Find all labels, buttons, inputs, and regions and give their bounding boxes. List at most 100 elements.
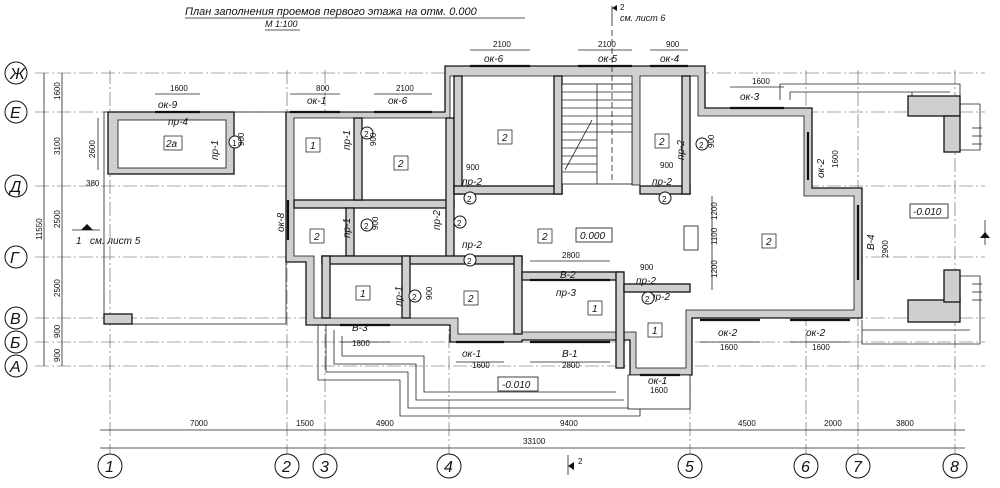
label-ok5: ок-5 [598, 54, 618, 65]
label-pr4: пр-4 [168, 117, 188, 128]
svg-text:900: 900 [660, 161, 674, 170]
svg-text:900: 900 [707, 134, 716, 148]
level-marks: 0.000 -0.010 -0.010 [497, 203, 949, 392]
svg-text:2500: 2500 [53, 279, 62, 297]
svg-text:900: 900 [53, 324, 62, 338]
axis-row-d: Д [8, 179, 21, 196]
svg-text:2: 2 [397, 159, 404, 170]
label-ok6-b: ок-6 [484, 54, 504, 65]
svg-text:2000: 2000 [824, 419, 842, 428]
label-v4: В-4 [866, 234, 877, 250]
svg-text:900: 900 [666, 40, 680, 49]
svg-text:3800: 3800 [896, 419, 914, 428]
building-walls [285, 65, 863, 376]
level-terrace: -0.010 [913, 207, 942, 218]
svg-text:1600: 1600 [472, 361, 490, 370]
row-axis-markers: Ж Е Д Г В Б А [4, 61, 28, 378]
svg-text:7000: 7000 [190, 419, 208, 428]
label-ok4: ок-4 [660, 54, 680, 65]
axis-row-e: Е [10, 105, 21, 122]
svg-text:900: 900 [371, 216, 380, 230]
svg-text:1600: 1600 [650, 386, 668, 395]
svg-text:2: 2 [658, 137, 665, 148]
svg-text:2: 2 [364, 222, 369, 231]
label-pr1-c: пр-1 [342, 218, 353, 238]
label-ok1-b: ок-1 [462, 349, 481, 360]
svg-text:900: 900 [466, 163, 480, 172]
svg-text:2: 2 [467, 294, 474, 305]
svg-text:2100: 2100 [396, 84, 414, 93]
label-pr2-d: пр-2 [676, 140, 687, 160]
svg-text:4900: 4900 [376, 419, 394, 428]
room-2a: 2а [165, 139, 178, 150]
label-ok2-c: ок-2 [806, 328, 826, 339]
svg-text:1500: 1500 [296, 419, 314, 428]
axis-col-5: 5 [685, 459, 694, 476]
svg-text:800: 800 [316, 84, 330, 93]
svg-text:33100: 33100 [523, 437, 546, 446]
label-ok6-a: ок-6 [388, 96, 408, 107]
level-porch: -0.010 [502, 380, 531, 391]
svg-text:2: 2 [501, 133, 508, 144]
svg-text:1100: 1100 [710, 227, 719, 245]
axis-col-2: 2 [281, 459, 291, 476]
label-pr2-a: пр-2 [432, 210, 443, 230]
column-axis-markers: 1 2 3 4 5 6 7 8 [97, 453, 968, 479]
svg-text:1600: 1600 [53, 82, 62, 100]
svg-text:11550: 11550 [35, 218, 44, 240]
svg-text:900: 900 [237, 132, 246, 146]
svg-text:1600: 1600 [812, 343, 830, 352]
svg-text:2: 2 [412, 293, 417, 302]
opening-dimensions: 1600 2100 800 2100 2100 900 1600 2600 38… [86, 40, 890, 395]
svg-text:2900: 2900 [881, 240, 890, 258]
svg-text:2800: 2800 [562, 361, 580, 370]
label-pr2-c: пр-2 [462, 240, 482, 251]
svg-text:1200: 1200 [710, 260, 719, 278]
svg-text:2500: 2500 [53, 210, 62, 228]
svg-text:2: 2 [620, 3, 625, 12]
svg-text:900: 900 [425, 286, 434, 300]
level-main: 0.000 [580, 231, 605, 242]
stair [561, 30, 633, 185]
left-dimension-chain: 1600 3100 2500 2500 900 900 11550 [35, 73, 63, 366]
axis-col-4: 4 [444, 459, 453, 476]
svg-text:2: 2 [457, 219, 462, 228]
label-pr2-b: пр-2 [462, 177, 482, 188]
svg-text:4500: 4500 [738, 419, 756, 428]
label-pr2-g: пр-2 [650, 292, 670, 303]
label-ok1-c: ок-1 [648, 376, 667, 387]
svg-text:2100: 2100 [598, 40, 616, 49]
label-v2: В-2 [560, 270, 576, 281]
svg-text:2100: 2100 [493, 40, 511, 49]
svg-text:1: 1 [232, 139, 237, 148]
plan-scale: М 1:100 [265, 19, 298, 29]
svg-text:1: 1 [592, 304, 598, 315]
svg-text:1200: 1200 [710, 202, 719, 220]
svg-text:2: 2 [467, 195, 472, 204]
axis-col-6: 6 [801, 459, 810, 476]
svg-text:1600: 1600 [831, 150, 840, 168]
svg-text:см. лист 5: см. лист 5 [90, 236, 141, 247]
door-markers: 1 2 2 2 2 2 2 2 2 2 [228, 126, 709, 305]
svg-text:2: 2 [662, 195, 667, 204]
window-marks [286, 64, 860, 377]
room-numbers: 2а 1 2 2 2 2 2 1 2 1 1 2 [163, 129, 777, 338]
axis-row-a: А [9, 359, 21, 376]
section-mark-bottom: 2 [567, 455, 583, 475]
svg-text:900: 900 [369, 132, 378, 146]
label-ok3: ок-3 [740, 92, 760, 103]
label-pr1-d: пр-1 [394, 286, 405, 306]
opening-labels: ок-9 пр-4 пр-1 ок-1 ок-6 ок-6 ок-5 ок-4 … [158, 54, 877, 387]
axis-col-1: 1 [105, 459, 114, 476]
axis-row-g: Г [10, 250, 20, 267]
svg-text:900: 900 [53, 348, 62, 362]
svg-text:2: 2 [313, 232, 320, 243]
label-pr2-e: пр-2 [652, 177, 672, 188]
svg-text:3100: 3100 [53, 137, 62, 155]
section-mark-top: 2 см. лист 6 [611, 3, 665, 26]
label-ok9: ок-9 [158, 100, 178, 111]
svg-text:2: 2 [467, 257, 472, 266]
svg-text:2: 2 [578, 457, 583, 466]
label-pr1-a: пр-1 [210, 140, 221, 160]
svg-text:1: 1 [76, 236, 82, 247]
